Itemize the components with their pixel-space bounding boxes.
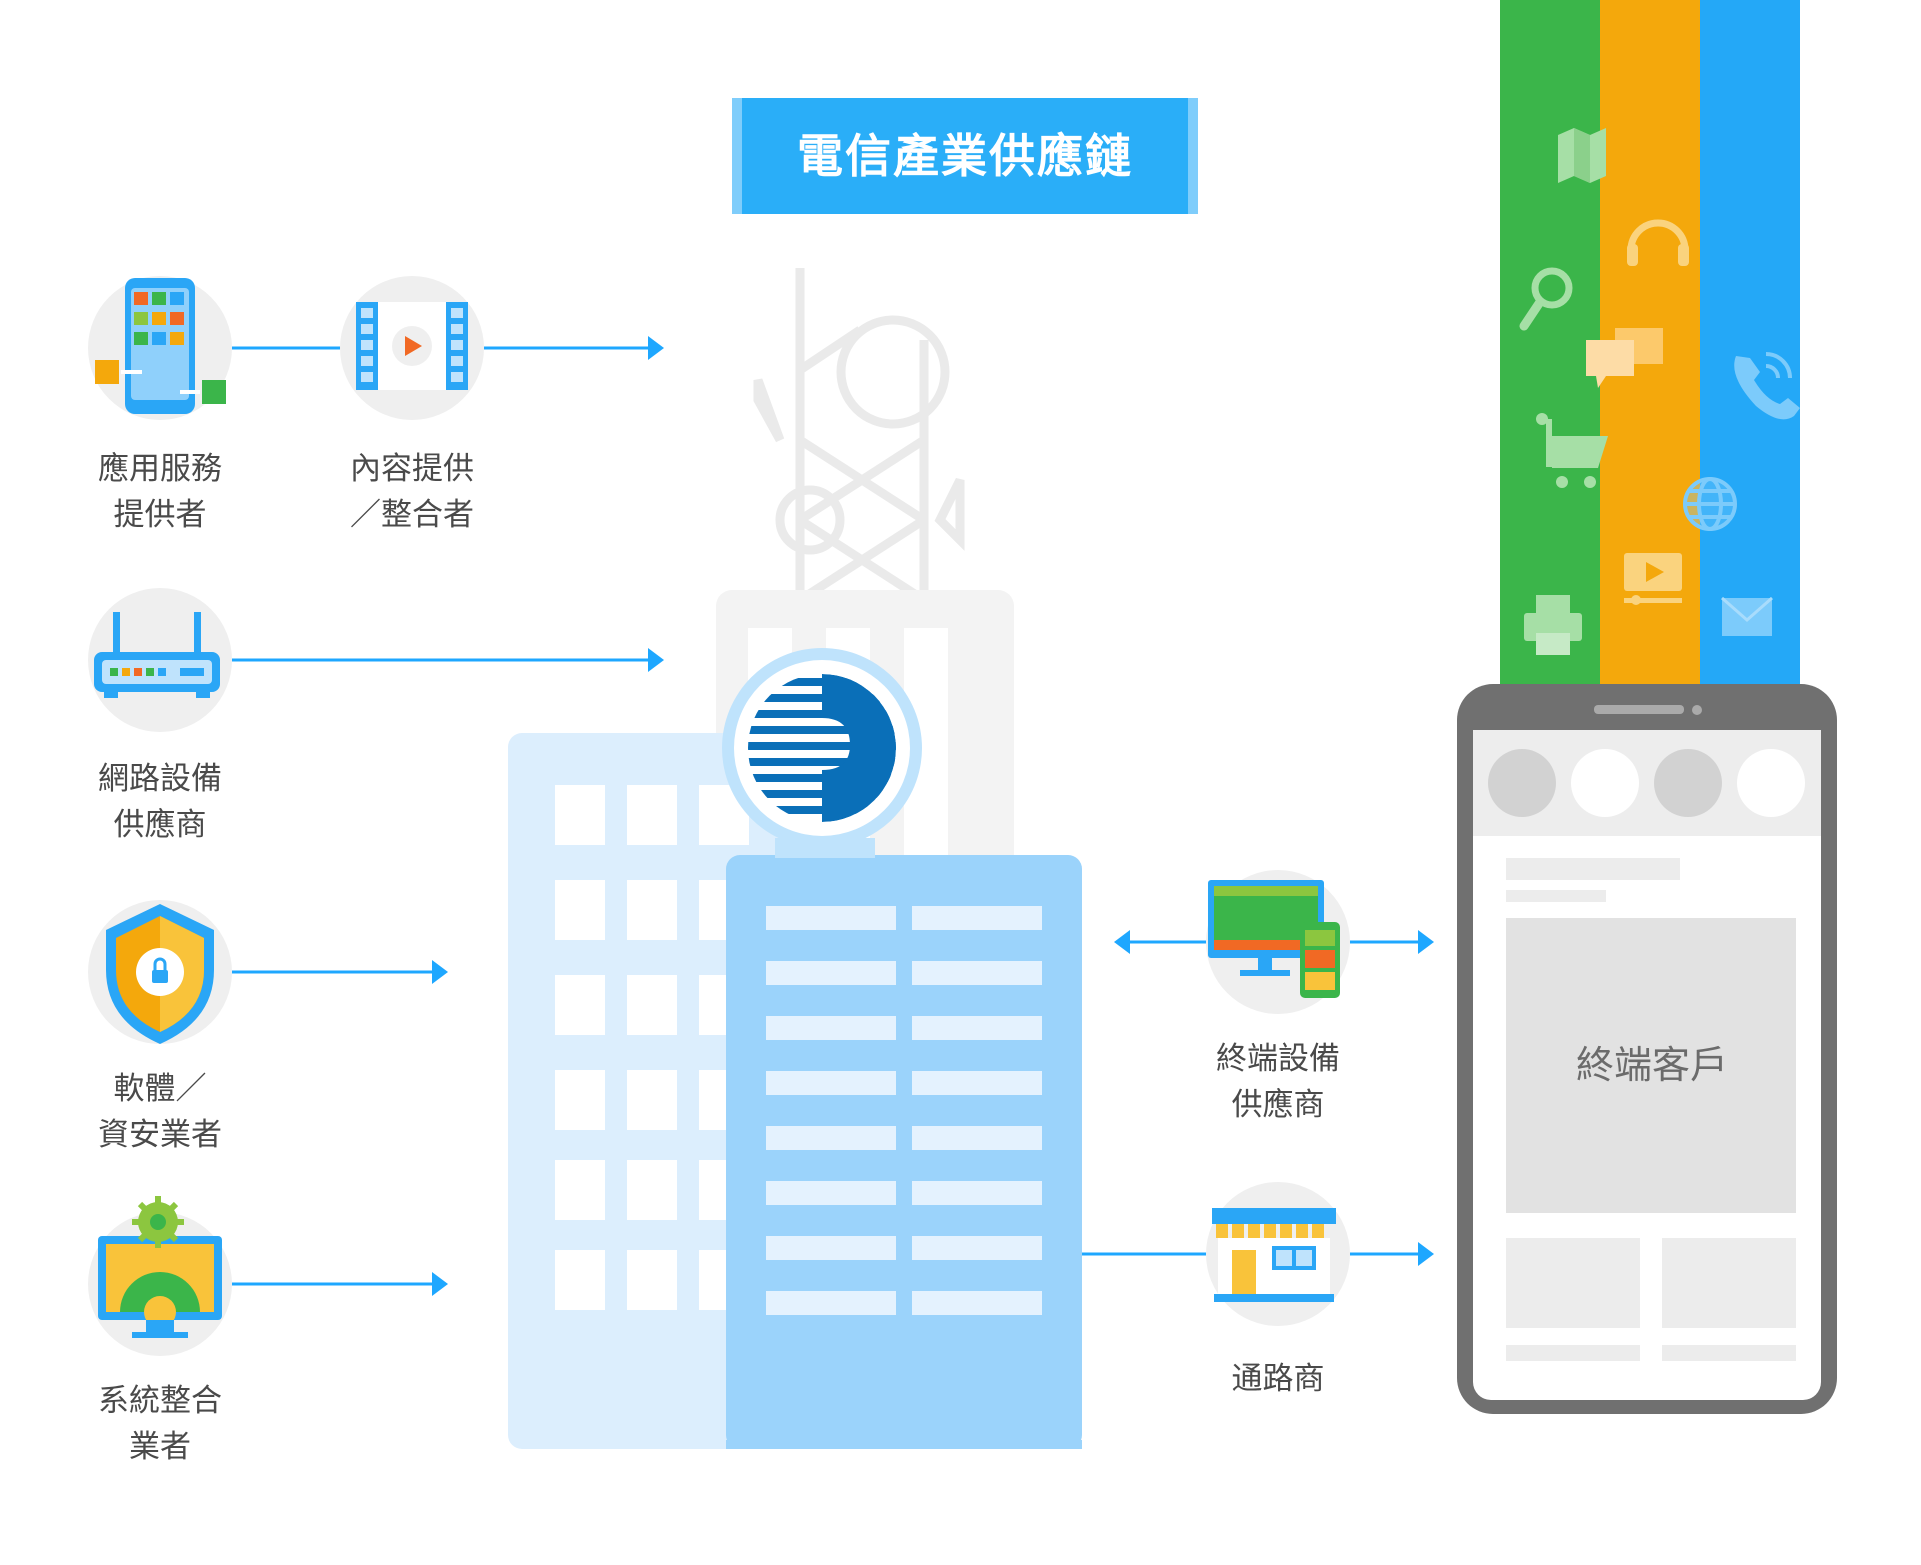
film-play-icon	[340, 276, 484, 420]
label-line: 軟體／	[113, 1071, 207, 1107]
label-line: 應用服務	[98, 451, 222, 487]
app-dot-2	[1571, 749, 1639, 817]
monitor-gear-icon	[88, 1196, 232, 1356]
customer-panel	[1506, 918, 1796, 1213]
label-line: 業者	[129, 1429, 191, 1465]
label-line: 系統整合	[98, 1383, 222, 1419]
globe-icon	[1683, 477, 1737, 531]
node-label-system-integrator: 系統整合 業者	[30, 1378, 290, 1470]
cart-icon	[1536, 413, 1608, 488]
arrowhead	[1114, 930, 1130, 954]
node-label-app-service: 應用服務 提供者	[30, 446, 290, 538]
search-icon	[1519, 267, 1573, 331]
app-dot-1	[1488, 749, 1556, 817]
title-banner	[732, 98, 1198, 214]
chat-icon	[1586, 328, 1663, 388]
app-phone-icon	[88, 276, 232, 420]
arrowhead	[432, 1272, 448, 1296]
label-line: 提供者	[113, 497, 207, 533]
phone-call-icon	[1734, 352, 1800, 420]
router-icon	[88, 588, 232, 732]
arrowhead	[432, 960, 448, 984]
printer-icon	[1524, 595, 1582, 655]
connectors	[232, 336, 1434, 1296]
node-label-software-security: 軟體／ 資安業者	[30, 1066, 290, 1158]
stripe-green	[1500, 0, 1600, 700]
node-label-network-equipment: 網路設備 供應商	[30, 756, 290, 848]
main-building	[726, 838, 1082, 1449]
stripe-blue	[1700, 0, 1800, 700]
arrowhead	[1418, 1242, 1434, 1266]
label-line: 通路商	[1231, 1361, 1325, 1397]
shield-lock-icon	[88, 900, 232, 1044]
label-line: 網路設備	[98, 761, 222, 797]
diagram-title: 電信產業供應鏈	[797, 129, 1133, 183]
company-logo	[722, 648, 922, 848]
mail-icon	[1721, 596, 1773, 636]
video-icon	[1624, 553, 1682, 605]
app-dot-3	[1654, 749, 1722, 817]
map-icon	[1558, 128, 1606, 183]
node-label-channel: 通路商	[1148, 1356, 1408, 1402]
node-label-content-provider: 內容提供 ／整合者	[282, 446, 542, 538]
title-box: 電信產業供應鏈	[732, 98, 1198, 214]
headphones-icon	[1627, 219, 1689, 266]
arrowhead	[648, 336, 664, 360]
shop-icon	[1206, 1182, 1350, 1326]
customer-label: 終端客戶	[1575, 1043, 1728, 1087]
label-line: 內容提供	[350, 451, 474, 487]
label-line: ／整合者	[350, 497, 474, 533]
arrowhead	[648, 648, 664, 672]
node-label-device-supplier: 終端設備 供應商	[1148, 1036, 1408, 1128]
label-line: 資安業者	[98, 1117, 222, 1153]
app-dot-4	[1737, 749, 1805, 817]
arrowhead	[1418, 930, 1434, 954]
customer-phone	[1457, 684, 1837, 1414]
label-line: 供應商	[1231, 1087, 1325, 1123]
devices-icon	[1206, 870, 1350, 1014]
label-line: 終端設備	[1216, 1041, 1340, 1077]
label-line: 供應商	[113, 807, 207, 843]
